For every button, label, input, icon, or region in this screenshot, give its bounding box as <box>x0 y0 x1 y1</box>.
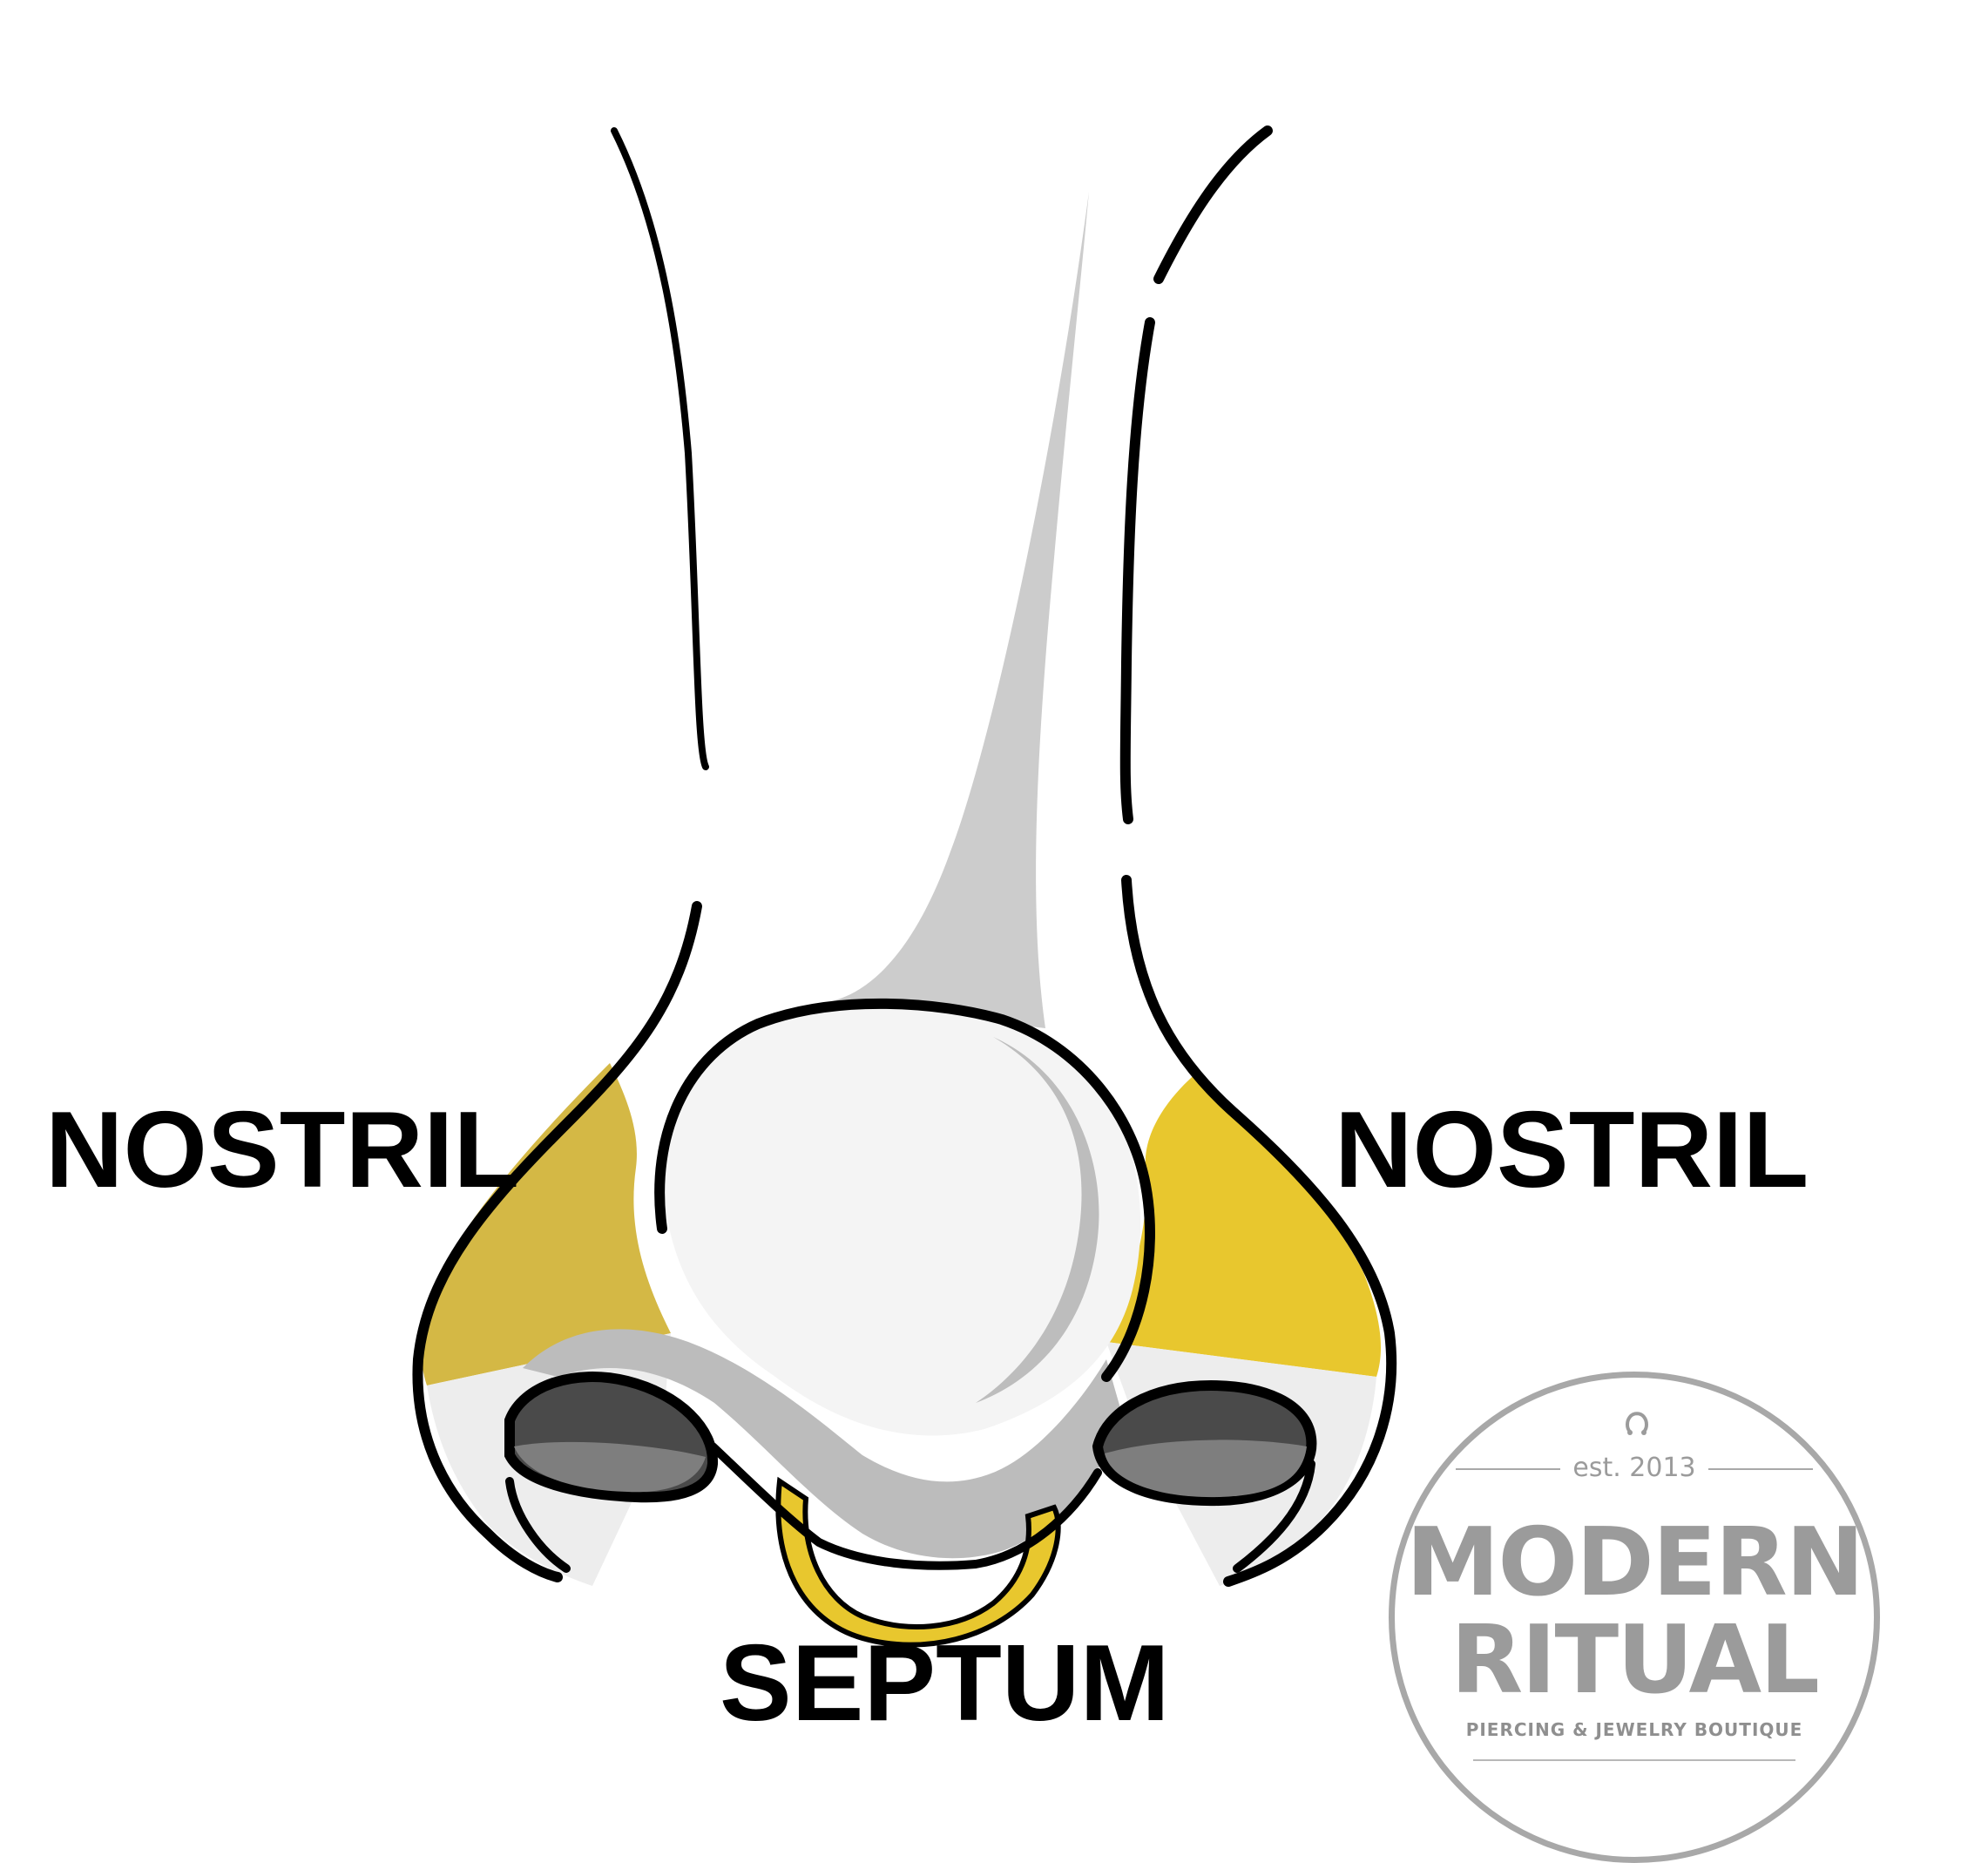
left-nostril-highlight <box>514 1441 706 1493</box>
bridge-right-outline <box>1119 317 1155 824</box>
logo-tagline: PIERCING & JEWELRY BOUTIQUE <box>1465 1719 1803 1740</box>
septum-label: SEPTUM <box>720 1623 1170 1744</box>
bridge-left-outline <box>611 127 709 770</box>
right-nostril-label: NOSTRIL <box>1335 1090 1809 1210</box>
septum-ring <box>775 1476 1061 1648</box>
columella <box>523 1329 1124 1559</box>
horseshoe-ring-icon <box>1626 1412 1648 1435</box>
right-nostril-highlight <box>1105 1440 1307 1498</box>
modern-ritual-logo: est. 2013 MODERN RITUAL PIERCING & JEWEL… <box>1389 1372 1880 1863</box>
logo-est-text: est. 2013 <box>1572 1453 1696 1483</box>
left-nostril-label: NOSTRIL <box>45 1090 520 1210</box>
left-ala-outline <box>412 901 702 1582</box>
logo-bottom-divider <box>1473 1759 1795 1761</box>
bridge-shadow <box>828 192 1089 1028</box>
nose-tip <box>662 999 1141 1436</box>
nose-tip-outline <box>654 998 1155 1382</box>
right-ala-outline <box>1121 875 1397 1587</box>
right-ala-inner-outline <box>1233 1460 1315 1573</box>
nose-tip-shade <box>976 1037 1099 1403</box>
logo-est-divider-right <box>1708 1468 1813 1470</box>
left-nostril-zone <box>421 1063 671 1385</box>
logo-brand-line1: MODERN <box>1405 1508 1864 1617</box>
bridge-right-top-outline <box>1153 125 1273 284</box>
logo-brand-line2: RITUAL <box>1450 1606 1820 1715</box>
right-nostril-zone <box>1106 1072 1381 1377</box>
logo-est-row: est. 2013 <box>1456 1451 1813 1486</box>
left-ala-inner-outline <box>505 1477 571 1573</box>
columella-outline <box>708 1442 1102 1570</box>
logo-est-divider-left <box>1456 1468 1560 1470</box>
